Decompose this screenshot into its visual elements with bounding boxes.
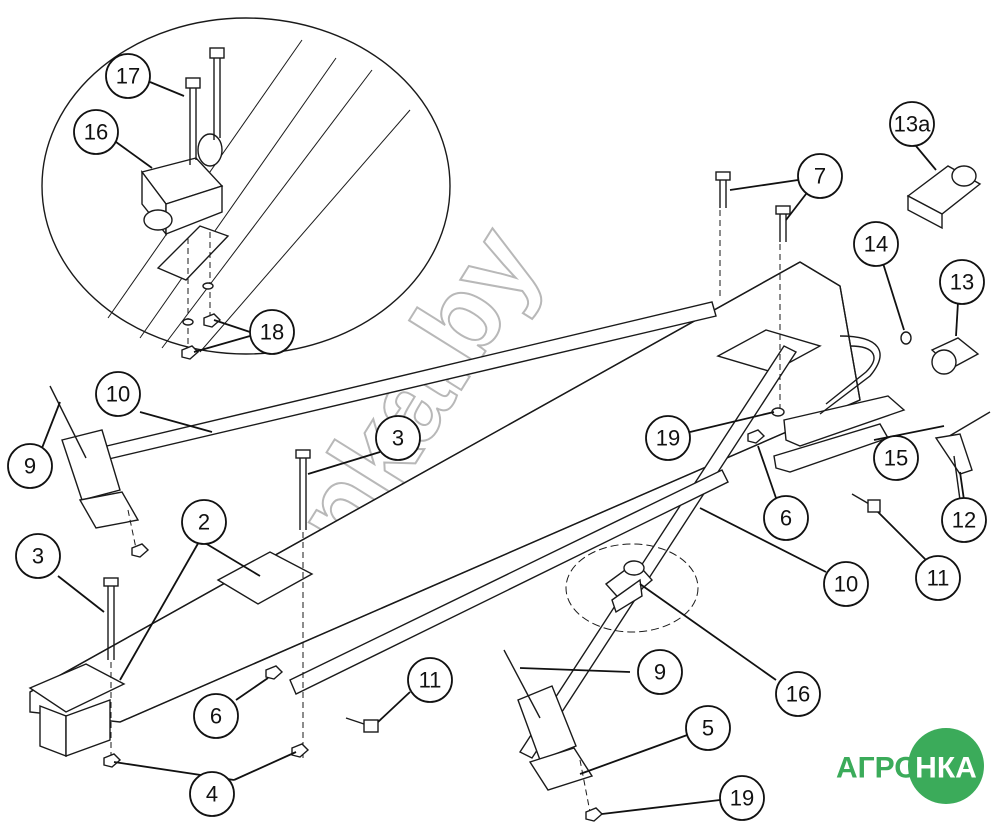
callout-label: 2 xyxy=(198,510,210,535)
callout-label: 15 xyxy=(884,446,908,471)
callout-label: 19 xyxy=(730,786,754,811)
callout-label: 3 xyxy=(32,544,44,569)
callout-16-bottom: 16 xyxy=(775,671,821,717)
callout-2: 2 xyxy=(181,499,227,545)
callout-label: 4 xyxy=(206,782,218,807)
assembly-lines xyxy=(110,210,781,813)
callout-6-left: 6 xyxy=(193,693,239,739)
bolts xyxy=(49,171,881,733)
callout-label: 16 xyxy=(786,682,810,707)
callout-label: 9 xyxy=(24,454,36,479)
callout-16: 16 xyxy=(73,109,119,155)
callout-label: 19 xyxy=(656,426,680,451)
callout-label: 13а xyxy=(894,112,931,137)
callout-label: 6 xyxy=(780,506,792,531)
callout-label: 18 xyxy=(260,320,284,345)
logo-circle xyxy=(908,728,984,804)
callout-label: 10 xyxy=(834,572,858,597)
callout-10-top: 10 xyxy=(95,371,141,417)
callout-19-top: 19 xyxy=(645,415,691,461)
callout-19-bottom: 19 xyxy=(719,775,765,821)
callout-label: 11 xyxy=(927,566,950,591)
logo-right-text: НКА xyxy=(915,752,977,785)
small-parts xyxy=(906,165,991,501)
main-frame xyxy=(28,261,906,758)
callout-3-left: 3 xyxy=(15,533,61,579)
callout-3-top: 3 xyxy=(375,415,421,461)
callout-label: 11 xyxy=(419,668,442,693)
callout-label: 5 xyxy=(702,716,714,741)
callout-label: 12 xyxy=(952,508,976,533)
callout-label: 10 xyxy=(106,382,130,407)
logo-left-text: АГРО xyxy=(836,752,918,785)
callout-label: 7 xyxy=(814,164,826,189)
callout-7: 7 xyxy=(797,153,843,199)
callout-label: 6 xyxy=(210,704,222,729)
agronka-logo: АГРО НКА xyxy=(836,728,984,804)
callout-13a: 13а xyxy=(889,101,935,147)
callout-label: 14 xyxy=(864,232,888,257)
callout-18: 18 xyxy=(249,309,295,355)
callout-5: 5 xyxy=(685,705,731,751)
callout-12: 12 xyxy=(941,497,987,543)
callout-9-bottom: 9 xyxy=(637,649,683,695)
callout-label: 16 xyxy=(84,120,108,145)
callout-11-bottom: 11 xyxy=(407,657,453,703)
callout-label: 13 xyxy=(950,270,974,295)
callout-15: 15 xyxy=(873,435,919,481)
callout-4: 4 xyxy=(189,771,235,817)
callout-17: 17 xyxy=(105,53,151,99)
detail-view xyxy=(41,17,451,360)
callout-13: 13 xyxy=(939,259,985,305)
callout-6-right: 6 xyxy=(763,495,809,541)
fasteners xyxy=(103,331,912,822)
callout-label: 17 xyxy=(116,64,140,89)
callout-label: 9 xyxy=(654,660,666,685)
callout-10-bottom: 10 xyxy=(823,561,869,607)
clamp-assembly xyxy=(565,543,699,633)
callout-label: 3 xyxy=(392,426,404,451)
callout-14: 14 xyxy=(853,221,899,267)
callout-9-left: 9 xyxy=(7,443,53,489)
callout-11-right: 11 xyxy=(915,555,961,601)
